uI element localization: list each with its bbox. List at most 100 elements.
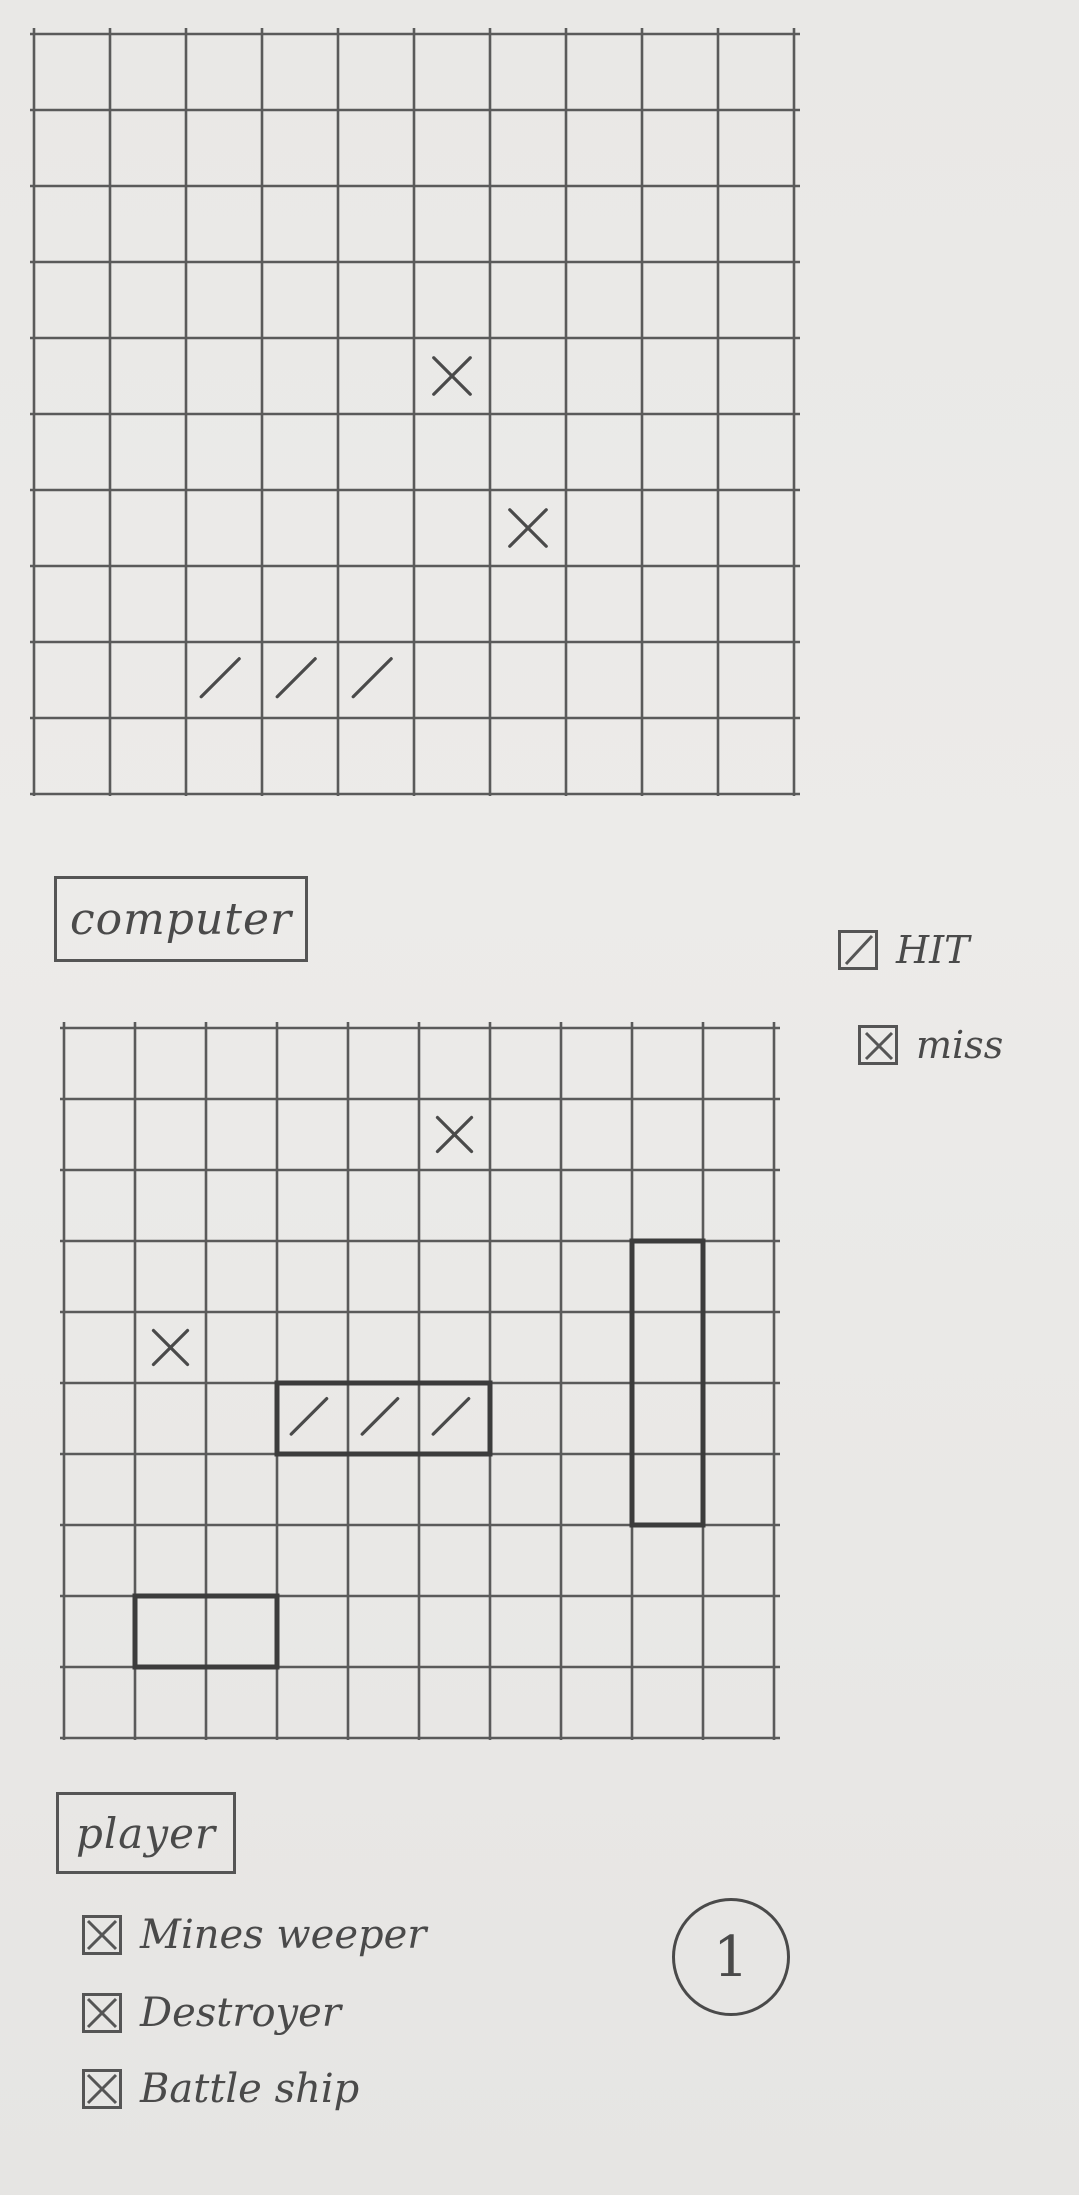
computer-cell[interactable] — [414, 110, 490, 186]
computer-cell[interactable] — [566, 34, 642, 110]
computer-cell[interactable] — [642, 490, 718, 566]
player-cell[interactable] — [490, 1312, 561, 1383]
player-cell[interactable] — [348, 1383, 419, 1454]
computer-cell[interactable] — [414, 186, 490, 262]
computer-cell[interactable] — [34, 262, 110, 338]
player-cell[interactable] — [703, 1525, 774, 1596]
computer-cell[interactable] — [718, 642, 794, 718]
computer-cell[interactable] — [186, 338, 262, 414]
player-cell[interactable] — [490, 1170, 561, 1241]
computer-cell[interactable] — [110, 186, 186, 262]
computer-cell[interactable] — [186, 262, 262, 338]
computer-cell[interactable] — [338, 186, 414, 262]
computer-cell[interactable] — [566, 186, 642, 262]
computer-cell[interactable] — [566, 490, 642, 566]
computer-cell[interactable] — [338, 642, 414, 718]
player-cell[interactable] — [703, 1667, 774, 1738]
computer-cell[interactable] — [718, 110, 794, 186]
computer-cell[interactable] — [490, 566, 566, 642]
player-cell[interactable] — [135, 1028, 206, 1099]
player-cell[interactable] — [561, 1383, 632, 1454]
computer-cell[interactable] — [338, 34, 414, 110]
player-cell[interactable] — [348, 1099, 419, 1170]
player-cell[interactable] — [277, 1312, 348, 1383]
computer-cell[interactable] — [110, 110, 186, 186]
computer-cell[interactable] — [718, 490, 794, 566]
player-cell[interactable] — [490, 1525, 561, 1596]
player-cell[interactable] — [206, 1596, 277, 1667]
computer-grid[interactable] — [30, 28, 820, 820]
player-cell[interactable] — [206, 1170, 277, 1241]
computer-cell[interactable] — [718, 718, 794, 794]
computer-cell[interactable] — [566, 642, 642, 718]
computer-cell[interactable] — [642, 110, 718, 186]
player-cell[interactable] — [632, 1667, 703, 1738]
player-cell[interactable] — [561, 1099, 632, 1170]
computer-cell[interactable] — [262, 566, 338, 642]
player-cell[interactable] — [419, 1667, 490, 1738]
computer-cell[interactable] — [34, 566, 110, 642]
player-cell[interactable] — [206, 1454, 277, 1525]
player-cell[interactable] — [348, 1596, 419, 1667]
computer-cell[interactable] — [414, 566, 490, 642]
computer-cell[interactable] — [566, 262, 642, 338]
ship-checkbox[interactable] — [82, 1993, 122, 2033]
player-cell[interactable] — [490, 1454, 561, 1525]
player-cell[interactable] — [348, 1312, 419, 1383]
player-cell[interactable] — [703, 1383, 774, 1454]
player-cell[interactable] — [561, 1170, 632, 1241]
computer-cell[interactable] — [262, 110, 338, 186]
player-cell[interactable] — [703, 1241, 774, 1312]
computer-cell[interactable] — [34, 186, 110, 262]
computer-cell[interactable] — [490, 110, 566, 186]
computer-cell[interactable] — [566, 338, 642, 414]
player-board[interactable] — [58, 1022, 822, 1762]
computer-cell[interactable] — [642, 34, 718, 110]
computer-cell[interactable] — [566, 566, 642, 642]
ship-checklist-item[interactable]: Battle ship — [82, 2066, 359, 2112]
computer-cell[interactable] — [186, 642, 262, 718]
player-cell[interactable] — [348, 1028, 419, 1099]
computer-cell[interactable] — [262, 34, 338, 110]
computer-cell[interactable] — [338, 490, 414, 566]
player-cell[interactable] — [490, 1099, 561, 1170]
player-cell[interactable] — [490, 1241, 561, 1312]
computer-cell[interactable] — [718, 262, 794, 338]
player-cell[interactable] — [64, 1312, 135, 1383]
computer-cell[interactable] — [34, 338, 110, 414]
player-cell[interactable] — [348, 1241, 419, 1312]
player-cell[interactable] — [561, 1312, 632, 1383]
player-cell[interactable] — [348, 1170, 419, 1241]
player-cell[interactable] — [135, 1596, 206, 1667]
computer-cell[interactable] — [262, 414, 338, 490]
player-cell[interactable] — [64, 1028, 135, 1099]
computer-cell[interactable] — [110, 34, 186, 110]
computer-cell[interactable] — [34, 490, 110, 566]
computer-cell[interactable] — [186, 718, 262, 794]
player-cell[interactable] — [135, 1170, 206, 1241]
player-cell[interactable] — [632, 1312, 703, 1383]
ship-checklist-item[interactable]: Destroyer — [82, 1990, 341, 2036]
computer-cell[interactable] — [338, 262, 414, 338]
computer-cells[interactable] — [34, 34, 794, 794]
player-cell[interactable] — [419, 1028, 490, 1099]
player-cell[interactable] — [64, 1170, 135, 1241]
player-cell[interactable] — [64, 1454, 135, 1525]
player-cell[interactable] — [206, 1667, 277, 1738]
computer-cell[interactable] — [110, 414, 186, 490]
player-cell[interactable] — [632, 1170, 703, 1241]
player-cell[interactable] — [561, 1525, 632, 1596]
computer-cell[interactable] — [34, 34, 110, 110]
player-cell[interactable] — [277, 1383, 348, 1454]
computer-cell[interactable] — [338, 414, 414, 490]
player-cell[interactable] — [703, 1170, 774, 1241]
player-cell[interactable] — [419, 1596, 490, 1667]
computer-cell[interactable] — [490, 186, 566, 262]
computer-cell[interactable] — [642, 566, 718, 642]
computer-cell[interactable] — [110, 718, 186, 794]
player-cell[interactable] — [206, 1312, 277, 1383]
player-cell[interactable] — [632, 1383, 703, 1454]
computer-cell[interactable] — [338, 338, 414, 414]
computer-cell[interactable] — [414, 718, 490, 794]
computer-cell[interactable] — [566, 718, 642, 794]
